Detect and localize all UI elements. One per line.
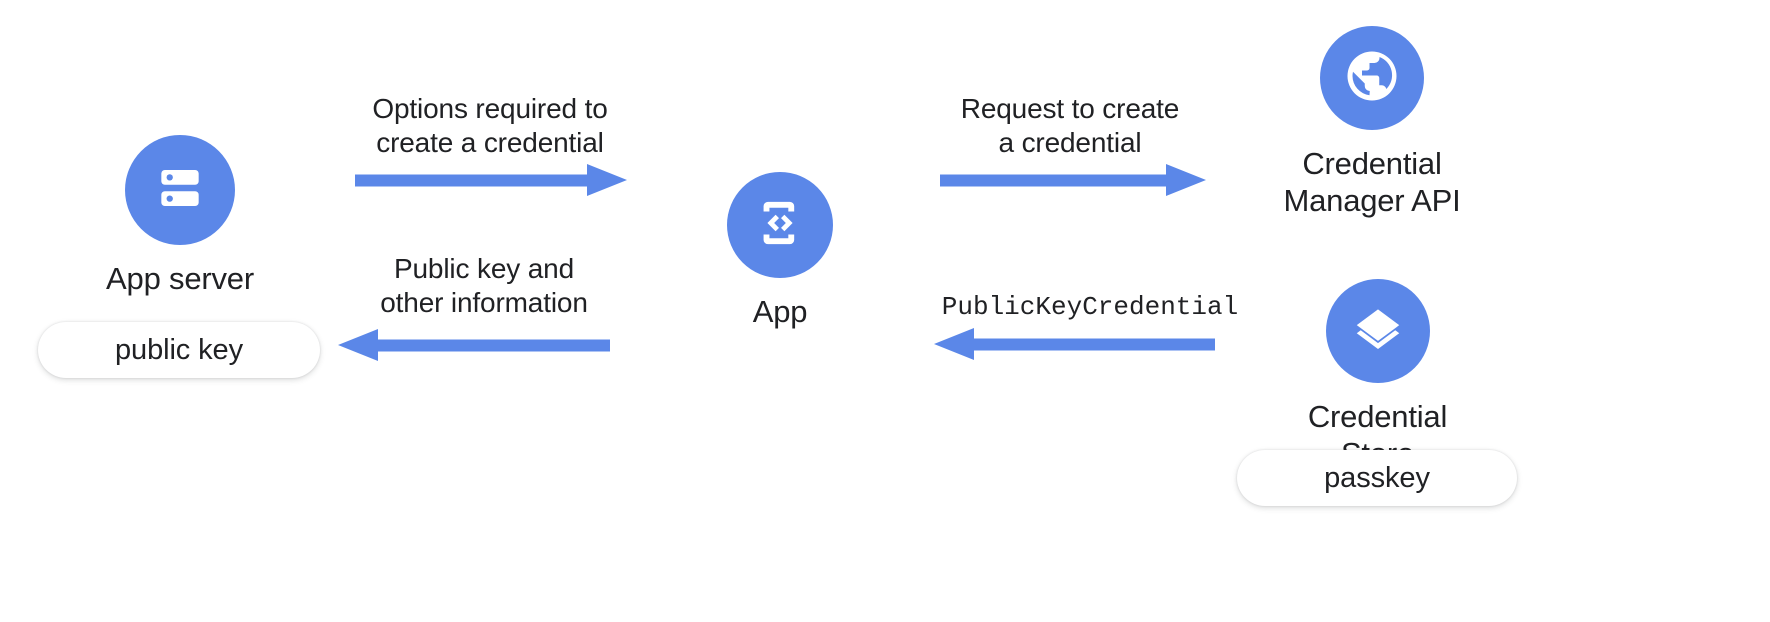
credential-manager-api-circle (1320, 26, 1424, 130)
credential-manager-api-label: Credential Manager API (1283, 146, 1461, 218)
edge-label-request-to-create: Request to create a credential (960, 93, 1180, 159)
edge-label-public-key-credential: PublicKeyCredential (941, 292, 1239, 322)
node-credential-store: Credential Store (1270, 279, 1485, 472)
edge-label-public-key-and-other-information: Public key and other information (380, 253, 588, 319)
app-server-label: App server (106, 261, 254, 296)
globe-icon (1342, 46, 1402, 111)
arrow-request-to-create (940, 164, 1206, 196)
node-app: App (718, 172, 842, 331)
arrow-public-key-and-other-information (338, 329, 610, 361)
passkey-chip-label: passkey (1324, 461, 1430, 494)
public-key-chip-label: public key (115, 333, 243, 366)
public-key-chip: public key (38, 322, 320, 378)
app-server-circle (125, 135, 235, 245)
edge-label-options-required: Options required to create a credential (372, 93, 608, 159)
node-credential-manager-api: Credential Manager API (1267, 26, 1477, 219)
mobile-code-icon (753, 196, 807, 255)
arrow-public-key-credential (934, 328, 1215, 360)
node-app-server: App server (105, 135, 255, 298)
server-icon (152, 160, 208, 221)
passkey-chip: passkey (1237, 450, 1517, 506)
arrow-options-required (355, 164, 627, 196)
app-circle (727, 172, 833, 278)
app-label: App (752, 294, 808, 329)
credential-store-circle (1325, 279, 1430, 383)
layers-icon (1350, 301, 1406, 362)
